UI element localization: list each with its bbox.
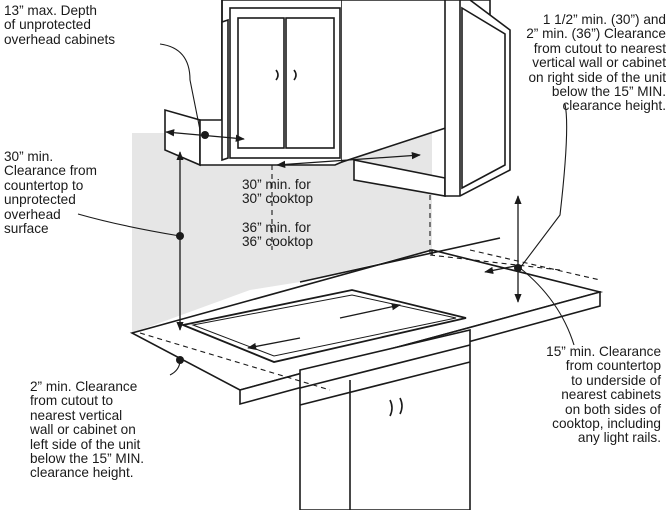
base-cabinet xyxy=(299,328,471,510)
leader-lines xyxy=(77,43,575,376)
upper-right-cabinet xyxy=(353,0,511,197)
wall-shading xyxy=(132,133,432,333)
dimension-lines xyxy=(165,129,522,351)
dashed-reference-lines xyxy=(139,165,601,391)
leader-dots xyxy=(176,131,522,364)
upper-left-cabinet xyxy=(164,0,491,167)
